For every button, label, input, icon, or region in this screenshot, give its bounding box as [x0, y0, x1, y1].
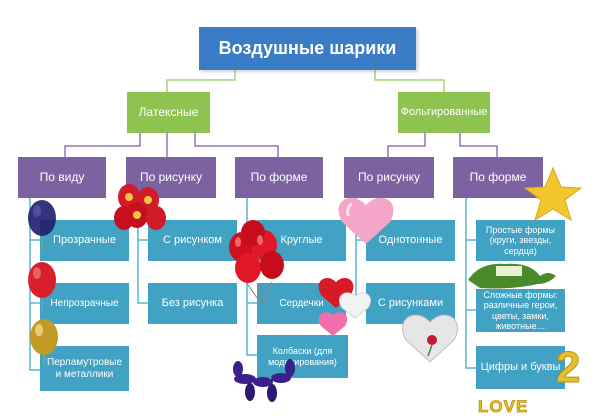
- leaf-sausages: Колбаски (для моделирования): [257, 335, 348, 378]
- red-balloon-icon: [28, 262, 56, 312]
- love-letters-icon: LOVE: [478, 397, 528, 416]
- leaf-pearl-metallic: Перламутровые и металлики: [40, 346, 129, 391]
- connector-foil-pattern: [387, 133, 426, 157]
- category-latex-shape: По форме: [235, 157, 323, 198]
- leaf-plain: Однотонные: [366, 220, 455, 261]
- leaf-with-pattern: С рисунком: [148, 220, 237, 261]
- dinosaur-balloon-icon: [468, 263, 556, 289]
- leaf-complex-shapes: Сложные формы: различные герои, цветы, з…: [476, 289, 565, 332]
- round-balloons-icon: [229, 220, 284, 306]
- printed-balloons-icon: [114, 184, 166, 230]
- navy-balloon-icon: [28, 200, 56, 252]
- leaf-digits-letters: Цифры и буквы: [476, 346, 565, 389]
- connector-root-latex: [166, 70, 236, 92]
- sausage-dog-balloon-icon: [233, 359, 295, 402]
- connector-latex-view: [64, 133, 141, 157]
- category-foil-shape: По форме: [453, 157, 543, 198]
- branch-latex: Латексные: [127, 92, 210, 133]
- leaf-opaque: Непрозрачные: [40, 283, 129, 324]
- love-heart-foil-icon: [402, 314, 458, 363]
- leaf-simple-shapes: Простые формы (круги, звезды, сердца): [476, 220, 565, 261]
- pink-heart-foil-icon: [338, 197, 394, 244]
- leaf-transparent: Прозрачные: [40, 220, 129, 261]
- branch-foil: Фольгированные: [398, 92, 490, 133]
- category-latex-view: По виду: [18, 157, 106, 198]
- connector-foilshape-leaves: [465, 198, 476, 369]
- gold-star-icon: [523, 166, 583, 222]
- connector-view-leaves: [29, 198, 40, 371]
- category-foil-pattern: По рисунку: [344, 157, 434, 198]
- connector-latex-shape: [194, 133, 279, 157]
- gold-balloon-icon: [30, 319, 58, 366]
- heart-balloons-icon: [318, 277, 372, 336]
- digit-balloon-icon: 2: [556, 343, 580, 392]
- diagram-title: Воздушные шарики: [199, 27, 416, 70]
- connector-root-foil: [374, 70, 445, 92]
- leaf-without-pattern: Без рисунка: [148, 283, 237, 324]
- connector-foil-shape: [459, 133, 498, 157]
- connector-pattern-leaves: [137, 198, 148, 304]
